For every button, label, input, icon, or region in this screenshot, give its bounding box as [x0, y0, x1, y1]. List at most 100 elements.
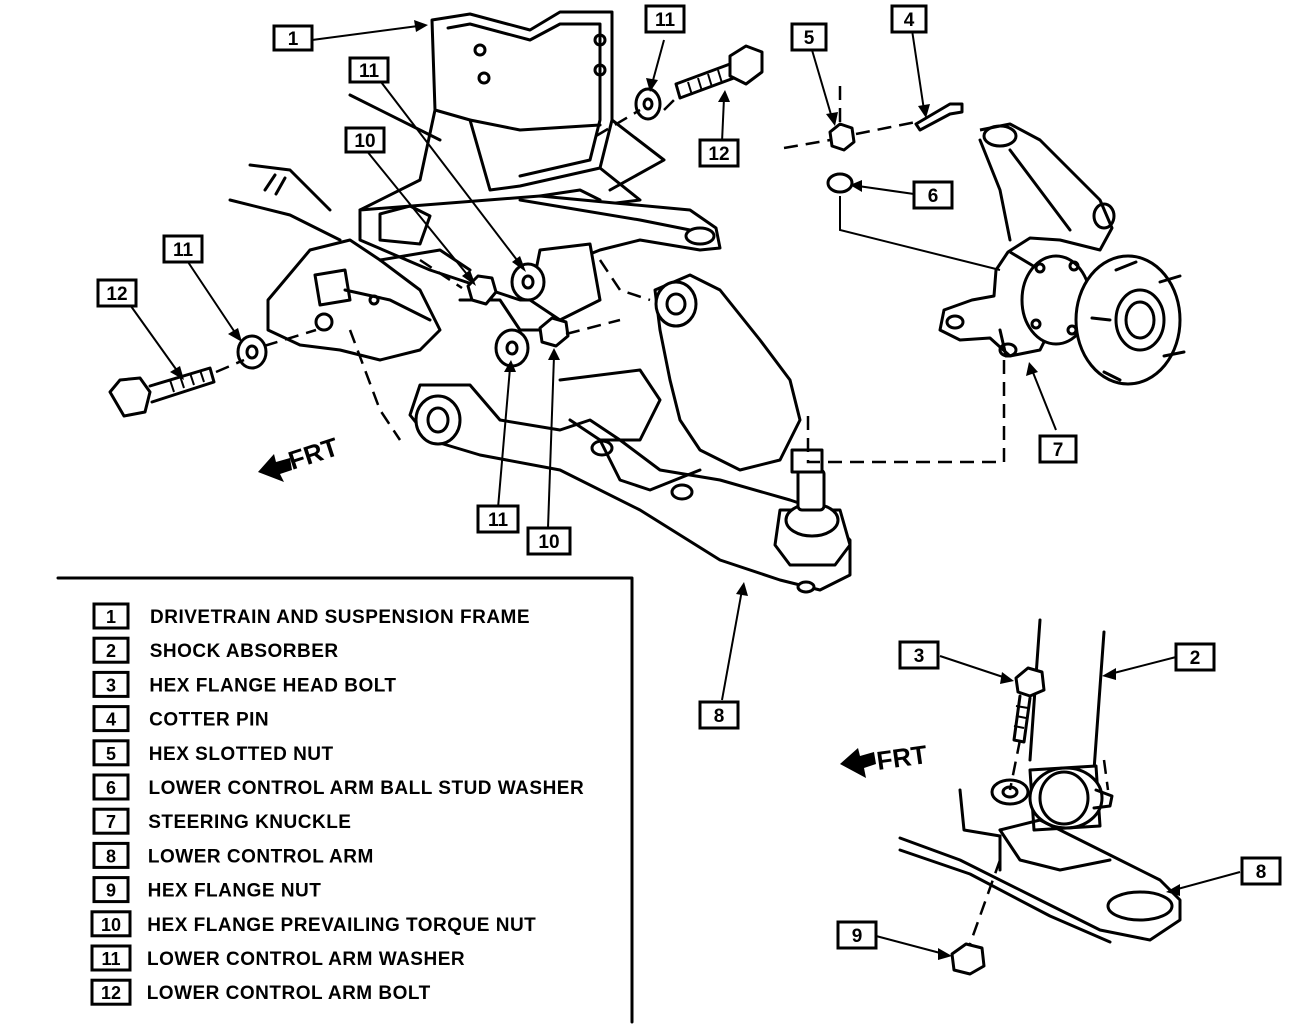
legend-number-box: [90, 944, 132, 972]
svg-text:10: 10: [354, 131, 375, 152]
legend-label: HEX FLANGE NUT: [148, 881, 322, 902]
lower-control-arm: [408, 273, 852, 594]
bolt-12-top: [674, 44, 764, 100]
legend-label: HEX FLANGE HEAD BOLT: [149, 675, 396, 696]
svg-text:12: 12: [106, 284, 127, 305]
legend-number-box: [92, 636, 130, 664]
callout-11-d: 11: [476, 504, 520, 534]
legend-number: 6: [106, 778, 116, 798]
steering-knuckle: [938, 122, 1186, 386]
nut-10-lower: [538, 316, 570, 348]
legend-number: 5: [106, 744, 116, 764]
legend-row: 7 STEERING KNUCKLE: [92, 807, 351, 835]
legend-label: COTTER PIN: [149, 710, 269, 731]
legend-label: LOWER CONTROL ARM WASHER: [147, 949, 465, 970]
legend-row: 10 HEX FLANGE PREVAILING TORQUE NUT: [90, 910, 536, 938]
cotter-pin: [914, 102, 964, 132]
svg-text:6: 6: [928, 186, 939, 207]
legend-row: 9 HEX FLANGE NUT: [92, 876, 322, 904]
svg-text:7: 7: [1053, 440, 1064, 461]
suspension-frame: [228, 10, 722, 362]
legend-label: HEX SLOTTED NUT: [149, 744, 334, 765]
hardware: [108, 44, 964, 418]
legend-label: LOWER CONTROL ARM BOLT: [147, 983, 431, 1004]
legend-row: 5 HEX SLOTTED NUT: [92, 739, 334, 767]
legend-number-box: [92, 739, 130, 767]
detail-front-direction-label: FRT: [875, 739, 929, 776]
legend-row: 12 LOWER CONTROL ARM BOLT: [90, 978, 431, 1006]
legend-number: 9: [106, 881, 116, 901]
svg-text:1: 1: [288, 29, 299, 50]
nut-10-upper: [466, 274, 498, 306]
legend-number: 7: [106, 812, 116, 832]
callout-2: 2: [1174, 642, 1216, 672]
svg-text:11: 11: [359, 61, 380, 82]
washer-11-top: [634, 87, 662, 121]
svg-text:4: 4: [904, 10, 915, 31]
legend-number-box: [90, 910, 132, 938]
callout-7: 7: [1038, 434, 1078, 464]
callout-3: 3: [898, 640, 940, 670]
legend-label: LOWER CONTROL ARM BALL STUD WASHER: [149, 778, 585, 799]
legend-number-box: [90, 978, 132, 1006]
legend-label: DRIVETRAIN AND SUSPENSION FRAME: [150, 607, 530, 628]
callout-6: 6: [912, 180, 954, 210]
detail-view: FRT: [840, 618, 1241, 976]
svg-text:11: 11: [655, 10, 676, 31]
front-direction-label: FRT: [285, 432, 342, 476]
legend-number-box: [92, 670, 130, 698]
ball-stud-washer: [826, 172, 854, 194]
legend-border: [56, 576, 634, 1024]
legend-number-box: [92, 807, 130, 835]
assembly-lines: [215, 86, 1006, 464]
svg-text:8: 8: [1256, 862, 1267, 883]
callout-1: 1: [272, 24, 314, 52]
callout-10-a: 10: [344, 126, 386, 154]
legend-number-box: [92, 773, 130, 801]
legend-row: 4 COTTER PIN: [92, 705, 269, 733]
legend-number-box: [92, 841, 130, 869]
legend-number: 12: [101, 983, 121, 1003]
callout-12-a: 12: [698, 138, 740, 168]
legend-number-box: [92, 876, 130, 904]
callout-11-c: 11: [162, 234, 204, 264]
washer-11-lower: [494, 328, 530, 368]
svg-text:12: 12: [708, 144, 729, 165]
legend-number: 10: [101, 915, 121, 935]
legend-row: 6 LOWER CONTROL ARM BALL STUD WASHER: [92, 773, 585, 801]
svg-text:3: 3: [914, 646, 925, 667]
washer-11-left: [236, 334, 268, 370]
callout-10-b: 10: [526, 526, 572, 556]
callout-8-detail: 8: [1240, 856, 1282, 886]
callout-11-a: 11: [348, 56, 390, 84]
svg-text:2: 2: [1190, 648, 1201, 669]
legend-number-box: [92, 602, 130, 630]
legend-number-box: [92, 705, 130, 733]
legend-row: 1 DRIVETRAIN AND SUSPENSION FRAME: [92, 602, 530, 630]
svg-text:5: 5: [804, 28, 815, 49]
front-direction-arrow: FRT: [258, 432, 342, 482]
legend-number: 3: [106, 675, 116, 695]
leader-lines: [127, 20, 1057, 701]
svg-text:9: 9: [852, 926, 863, 947]
callout-8: 8: [698, 700, 740, 730]
bolt-12-left: [108, 366, 216, 418]
legend-label: STEERING KNUCKLE: [148, 812, 351, 833]
legend-number: 4: [106, 710, 116, 730]
washer-11-upper: [510, 262, 546, 302]
legend-number: 8: [106, 846, 116, 866]
callout-12-b: 12: [96, 278, 138, 308]
legend-number: 1: [106, 607, 116, 627]
callout-11-b: 11: [644, 4, 686, 34]
legend-label: SHOCK ABSORBER: [150, 641, 339, 662]
legend-label: HEX FLANGE PREVAILING TORQUE NUT: [147, 915, 536, 936]
svg-text:11: 11: [488, 510, 509, 531]
slotted-nut: [828, 122, 856, 152]
callouts: 1 11 10 11 12 11 12 5 4 6 7 11 10 8 3 2 …: [96, 4, 1282, 950]
